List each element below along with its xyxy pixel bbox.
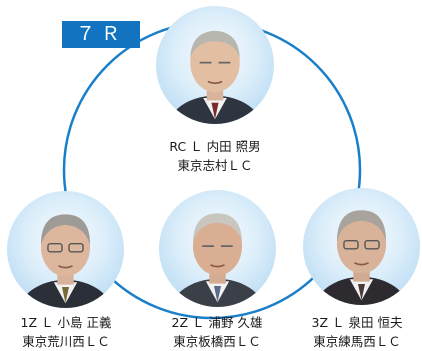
2z-club: 東京板橋西ＬＣ (173, 334, 261, 349)
2z-portrait-photo (159, 190, 276, 307)
1z-club: 東京荒川西ＬＣ (22, 334, 110, 349)
2z-caption: 2Z Ｌ 浦野 久雄 東京板橋西ＬＣ (144, 313, 290, 351)
region-tab: ７Ｒ (62, 21, 140, 48)
3z-name: 泉田 恒夫 (348, 315, 403, 330)
3z-position: 3Z Ｌ (311, 315, 345, 330)
2z-position: 2Z Ｌ (171, 315, 205, 330)
1z-position: 1Z Ｌ (20, 315, 54, 330)
3z-caption: 3Z Ｌ 泉田 恒夫 東京練馬西ＬＣ (292, 313, 422, 351)
rc-portrait-photo (156, 6, 274, 124)
1z-name: 小島 正義 (57, 315, 112, 330)
rc-name: 内田 照男 (206, 139, 261, 154)
1z-portrait-photo (7, 191, 124, 308)
3z-portrait-photo (303, 188, 420, 305)
2z-name: 浦野 久雄 (208, 315, 263, 330)
rc-caption: RC Ｌ 内田 照男 東京志村ＬＣ (140, 137, 290, 175)
rc-position: RC Ｌ (169, 139, 203, 154)
1z-caption: 1Z Ｌ 小島 正義 東京荒川西ＬＣ (0, 313, 132, 351)
3z-club: 東京練馬西ＬＣ (313, 334, 401, 349)
rc-club: 東京志村ＬＣ (177, 158, 253, 173)
